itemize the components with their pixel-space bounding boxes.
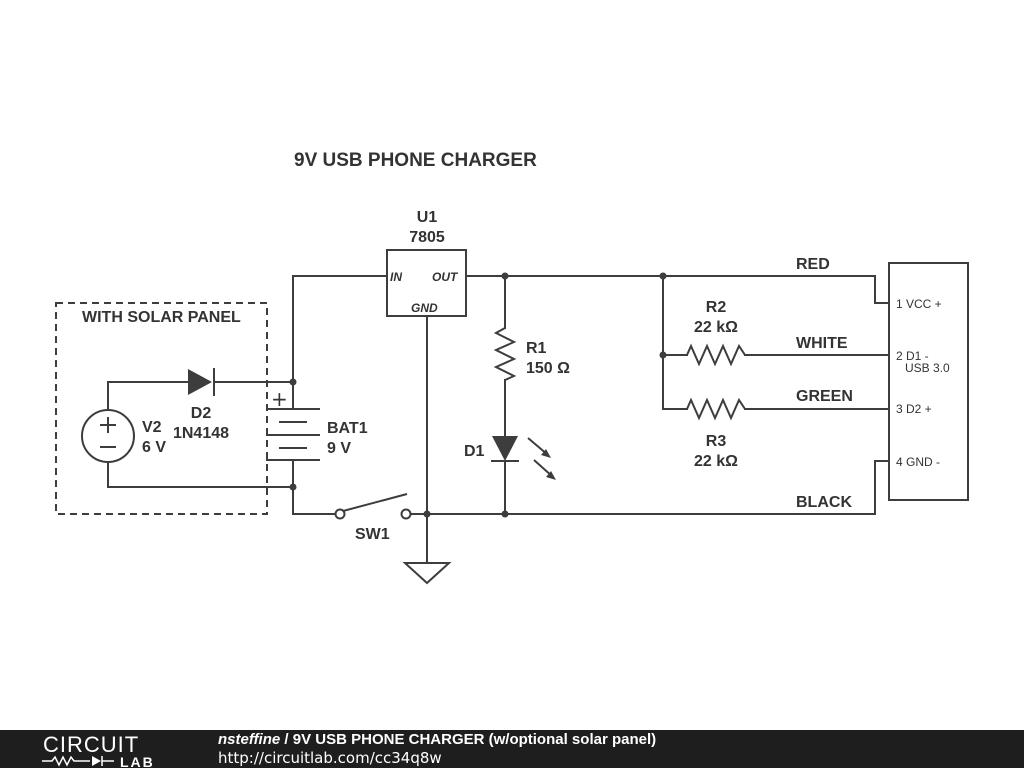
u1-pin-in: IN <box>390 270 402 284</box>
footer-bar: CIRCUIT LAB nsteffine / 9V USB PHONE CHA… <box>0 730 1024 768</box>
usb-pin2: 2 D1 - <box>896 349 929 363</box>
r3-resistor: R3 22 kΩ <box>686 397 746 470</box>
u1-pin-out: OUT <box>432 270 459 284</box>
sw1-ref: SW1 <box>355 526 390 543</box>
r1-resistor: R1 150 Ω <box>493 327 570 381</box>
d2-value: 1N4148 <box>173 425 229 442</box>
circuitlab-logo[interactable]: CIRCUIT LAB <box>40 730 180 768</box>
usb-pin1: 1 VCC + <box>896 297 942 311</box>
r1-ref: R1 <box>526 340 547 357</box>
footer-separator: / <box>280 731 293 748</box>
footer-project-line: nsteffine / 9V USB PHONE CHARGER (w/opti… <box>218 731 656 748</box>
junction-dots <box>289 272 667 518</box>
wire-label-white: WHITE <box>796 335 848 352</box>
r2-value: 22 kΩ <box>694 319 738 336</box>
r3-ref: R3 <box>706 433 727 450</box>
solar-panel-label: WITH SOLAR PANEL <box>82 309 241 326</box>
r1-value: 150 Ω <box>526 360 570 377</box>
project-url-link[interactable]: http://circuitlab.com/cc34q8w <box>218 749 442 767</box>
usb-pin3: 3 D2 + <box>896 402 932 416</box>
u1-ref: U1 <box>417 209 438 226</box>
d1-led: D1 <box>464 436 556 480</box>
usb-pin4: 4 GND - <box>896 455 940 469</box>
r2-ref: R2 <box>706 299 727 316</box>
v2-ref: V2 <box>142 419 162 436</box>
wire-label-green: GREEN <box>796 388 853 405</box>
wire-label-red: RED <box>796 256 830 273</box>
logo-text-top: CIRCUIT <box>43 732 139 757</box>
d1-ref: D1 <box>464 443 485 460</box>
bat1-value: 9 V <box>327 440 351 457</box>
d2-ref: D2 <box>191 405 212 422</box>
r2-resistor: R2 22 kΩ <box>686 299 746 367</box>
schematic-diagram: 9V USB PHONE CHARGER WITH SOLAR PANEL <box>55 150 969 585</box>
v2-source: V2 6 V <box>81 409 166 463</box>
u1-regulator: U1 7805 IN OUT GND <box>386 209 467 317</box>
v2-value: 6 V <box>142 439 166 456</box>
sw1-switch: SW1 <box>334 493 412 543</box>
u1-pin-gnd: GND <box>411 301 438 315</box>
bat1-plus-sign: + <box>271 387 288 411</box>
solar-panel-box <box>55 302 268 515</box>
r3-value: 22 kΩ <box>694 453 738 470</box>
schematic-title: 9V USB PHONE CHARGER <box>294 150 537 171</box>
wire-label-black: BLACK <box>796 494 852 511</box>
u1-value: 7805 <box>409 229 445 246</box>
usb-connector: 1 VCC + 2 D1 - USB 3.0 3 D2 + 4 GND - <box>888 262 969 501</box>
bat1-ref: BAT1 <box>327 420 368 437</box>
wires <box>107 275 890 564</box>
usb-type: USB 3.0 <box>905 361 950 375</box>
ground-symbol <box>402 562 452 585</box>
d2-diode: D2 1N4148 <box>173 368 229 442</box>
author-link[interactable]: nsteffine <box>218 731 281 748</box>
project-title: 9V USB PHONE CHARGER (w/optional solar p… <box>292 731 657 748</box>
logo-text-bottom: LAB <box>120 754 155 768</box>
bat1-battery: + BAT1 9 V <box>266 387 368 461</box>
